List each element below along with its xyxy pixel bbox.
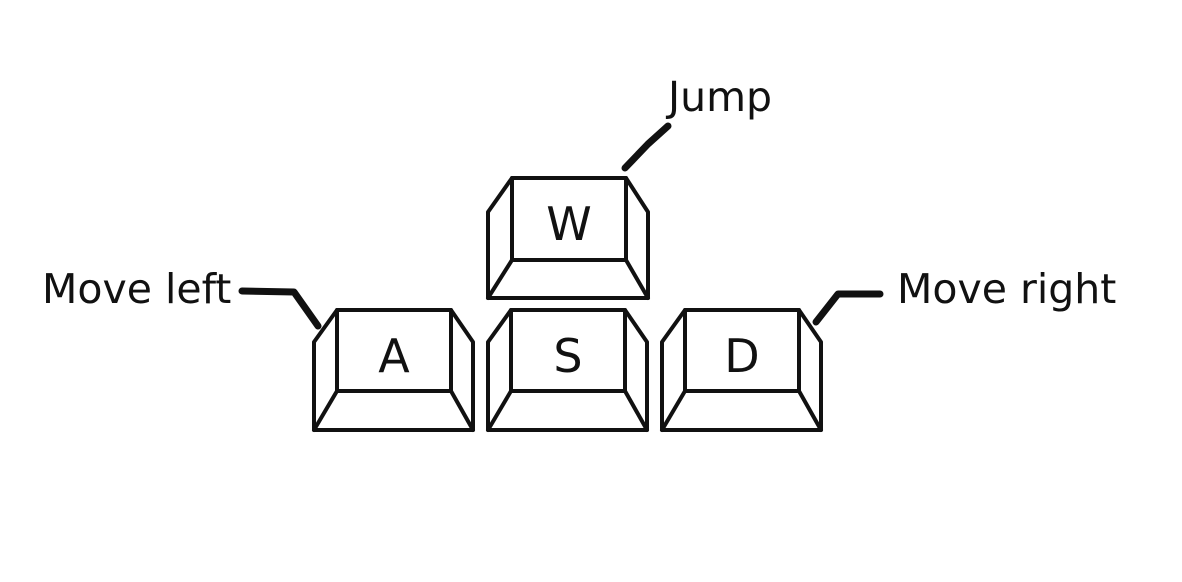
key-d-edge-right	[797, 389, 823, 432]
key-a-letter: A	[378, 329, 410, 383]
key-s-edge-left	[486, 389, 513, 432]
key-a-edge-right	[449, 389, 475, 432]
key-a-edge-left	[312, 389, 339, 432]
leader-line-jump	[621, 122, 672, 172]
key-s-letter: S	[553, 329, 582, 383]
key-s: S	[486, 308, 649, 432]
label-move-left: Move left	[42, 265, 231, 313]
leader-line-move-right	[812, 290, 884, 326]
key-a: A	[312, 308, 475, 432]
key-w-edge-right	[624, 258, 650, 300]
key-d-edge-left	[660, 389, 687, 432]
key-s-edge-right	[623, 389, 649, 432]
key-w: W	[486, 176, 650, 300]
key-d: D	[660, 308, 823, 432]
label-move-right: Move right	[897, 265, 1116, 313]
key-w-edge-left	[486, 258, 514, 300]
key-d-letter: D	[724, 329, 759, 383]
leader-line-move-left	[238, 287, 322, 330]
label-jump: Jump	[665, 73, 772, 121]
key-w-letter: W	[546, 197, 591, 251]
